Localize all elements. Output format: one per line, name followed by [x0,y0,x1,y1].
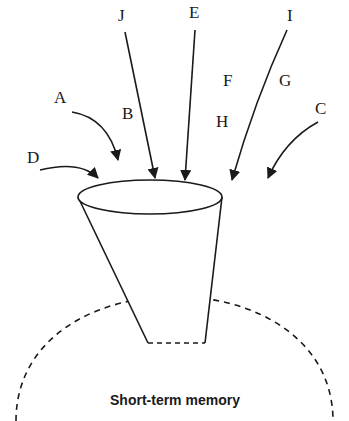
item-letter: J [118,7,125,24]
item-letter: I [287,7,293,24]
item-letter: D [27,149,39,166]
item-letter: A [54,89,66,106]
item-letter: C [315,100,326,117]
arrow-c [268,122,318,178]
item-letter: F [223,72,232,89]
arrow-d [40,166,98,178]
item-letter: G [279,72,291,89]
item-letter: E [189,4,199,21]
region-label: Short-term memory [110,393,240,408]
item-letter: H [216,113,228,130]
arrow-e [185,30,195,180]
arrow-a [72,112,118,160]
item-letter: B [122,105,133,122]
